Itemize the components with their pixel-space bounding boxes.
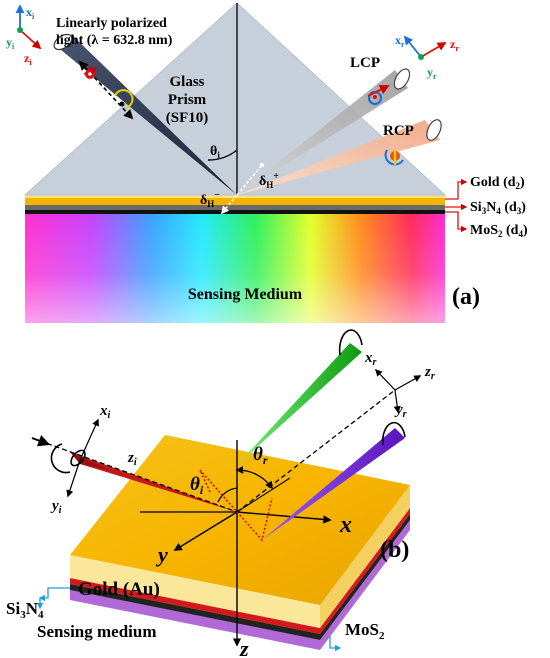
prism-label-line3: (SF10) <box>166 110 209 126</box>
delta-minus-label: δH− <box>200 190 220 209</box>
gold-layer <box>25 195 445 205</box>
rcp-beam <box>237 120 440 195</box>
incident-label-line2: light (λ = 632.8 nm) <box>56 33 173 48</box>
gold-top-face <box>70 435 410 605</box>
zi-label-b: zi <box>127 450 137 468</box>
zr-label-b: zr <box>424 364 435 382</box>
xi-label-b: xi <box>99 403 111 421</box>
theta-i-label: θi <box>210 144 220 160</box>
si3n4-d3-label: Si3N4 (d3) <box>470 200 526 216</box>
yr-label-b: yr <box>394 402 407 420</box>
lcp-beam <box>237 70 408 195</box>
mos2-label-b: MoS2 <box>345 620 385 642</box>
panel-b-label: (b) <box>380 537 409 563</box>
theta-r-label-b: θr <box>253 444 268 467</box>
lcp-label: LCP <box>350 55 380 71</box>
y-axis-label-b: y <box>155 542 168 567</box>
purple-beam <box>262 428 405 540</box>
incident-label-line1: Linearly polarized <box>56 16 167 31</box>
sensing-medium-label-b: Sensing medium <box>37 622 157 641</box>
panel-b: Gold (Au) Si3N4 Sensing medium MoS2 (b) … <box>6 329 435 658</box>
prism-label-line2: Prism <box>168 92 207 108</box>
x-axis-label-b: x <box>339 512 352 538</box>
xi-label-a: xi <box>26 5 35 21</box>
zr-label-a: zr <box>450 37 459 53</box>
green-beam <box>237 343 362 465</box>
mos2-d4-label: MoS2 (d4) <box>470 223 528 239</box>
rcp-label: RCP <box>383 123 414 139</box>
mos2-layer <box>25 210 445 214</box>
si3n4-layer <box>25 205 445 210</box>
yi-label-a: yi <box>6 35 15 51</box>
prism-label-line1: Glass <box>169 74 204 90</box>
yi-label-b: yi <box>50 498 62 516</box>
xr-label-b: xr <box>364 350 377 368</box>
zi-label-a: zi <box>24 51 32 67</box>
yr-label-a: yr <box>427 65 437 81</box>
gold-right-face <box>320 485 410 628</box>
gold-au-label: Gold (Au) <box>78 579 160 600</box>
gold-front-face <box>70 555 320 628</box>
panel-a: Linearly polarized light (λ = 632.8 nm) … <box>6 2 528 323</box>
sensing-medium-label: Sensing Medium <box>188 286 303 303</box>
delta-plus-label: δH+ <box>259 171 279 190</box>
z-axis-label-b: z <box>239 636 249 658</box>
gold-d2-label: Gold (d2) <box>470 175 525 191</box>
theta-i-label-b: θi <box>190 474 204 497</box>
xr-label-a: xr <box>395 33 405 49</box>
si3n4-label-b: Si3N4 <box>6 599 44 621</box>
panel-a-label: (a) <box>452 284 480 310</box>
